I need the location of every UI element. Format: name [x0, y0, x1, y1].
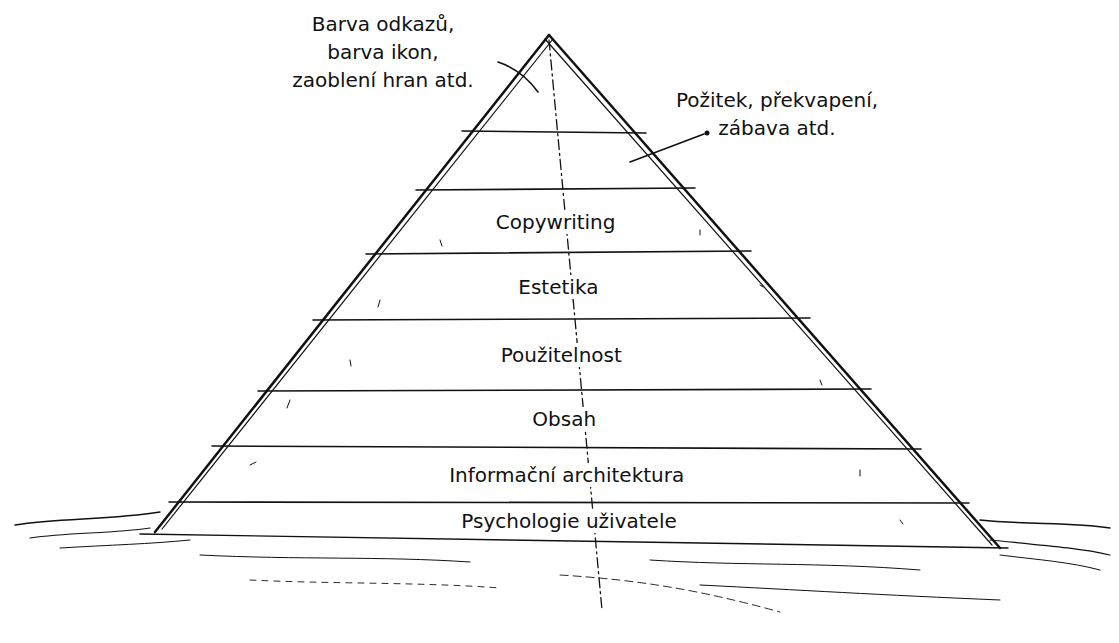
- pyramid-edge: [162, 39, 553, 529]
- ground-scribble: [200, 555, 470, 562]
- pyramid-band: Copywriting: [434, 192, 677, 251]
- band-label: Psychologie uživatele: [458, 509, 679, 533]
- ground-scribble: [560, 575, 780, 612]
- leader-line: [498, 62, 538, 92]
- band-line: [416, 188, 695, 190]
- band-line: [258, 389, 871, 391]
- pyramid-band: Použitelnost: [331, 322, 792, 388]
- band-label: Použitelnost: [498, 343, 625, 367]
- pyramid-band: Obsah: [275, 392, 853, 445]
- ground-scribble: [700, 585, 1000, 600]
- ground-scribble: [650, 560, 920, 570]
- pyramid-base: [140, 534, 1008, 548]
- ground-scribble: [1000, 555, 1100, 570]
- sketch-marks: [250, 230, 903, 524]
- pyramid-band: Informační architektura: [230, 449, 903, 500]
- pyramid-band: Psychologie uživatele: [187, 504, 952, 538]
- band-label: Informační architektura: [446, 463, 687, 487]
- band-label: Copywriting: [493, 210, 619, 234]
- band-line: [366, 251, 751, 254]
- band-label: Obsah: [529, 407, 599, 431]
- band-label: Estetika: [515, 275, 601, 299]
- callout-text: Barva odkazů, barva ikon, zaoblení hran …: [288, 10, 478, 94]
- band-line: [212, 446, 921, 449]
- ground-scribble: [30, 528, 150, 538]
- band-line: [313, 318, 810, 320]
- ground-scribble: [60, 540, 190, 548]
- ground-scribble: [990, 540, 1110, 555]
- ground-scribble: [250, 580, 500, 588]
- leader-line: [630, 134, 704, 162]
- band-line: [462, 131, 646, 133]
- ground-scribble: [15, 512, 160, 525]
- pyramid-band: Estetika: [384, 255, 732, 318]
- pyramid-edge: [155, 35, 549, 532]
- leader-dot: [705, 131, 710, 136]
- callout-text: Požitek, překvapení, zábava atd.: [652, 86, 902, 142]
- band-line: [169, 502, 969, 503]
- ground-scribble: [980, 520, 1110, 528]
